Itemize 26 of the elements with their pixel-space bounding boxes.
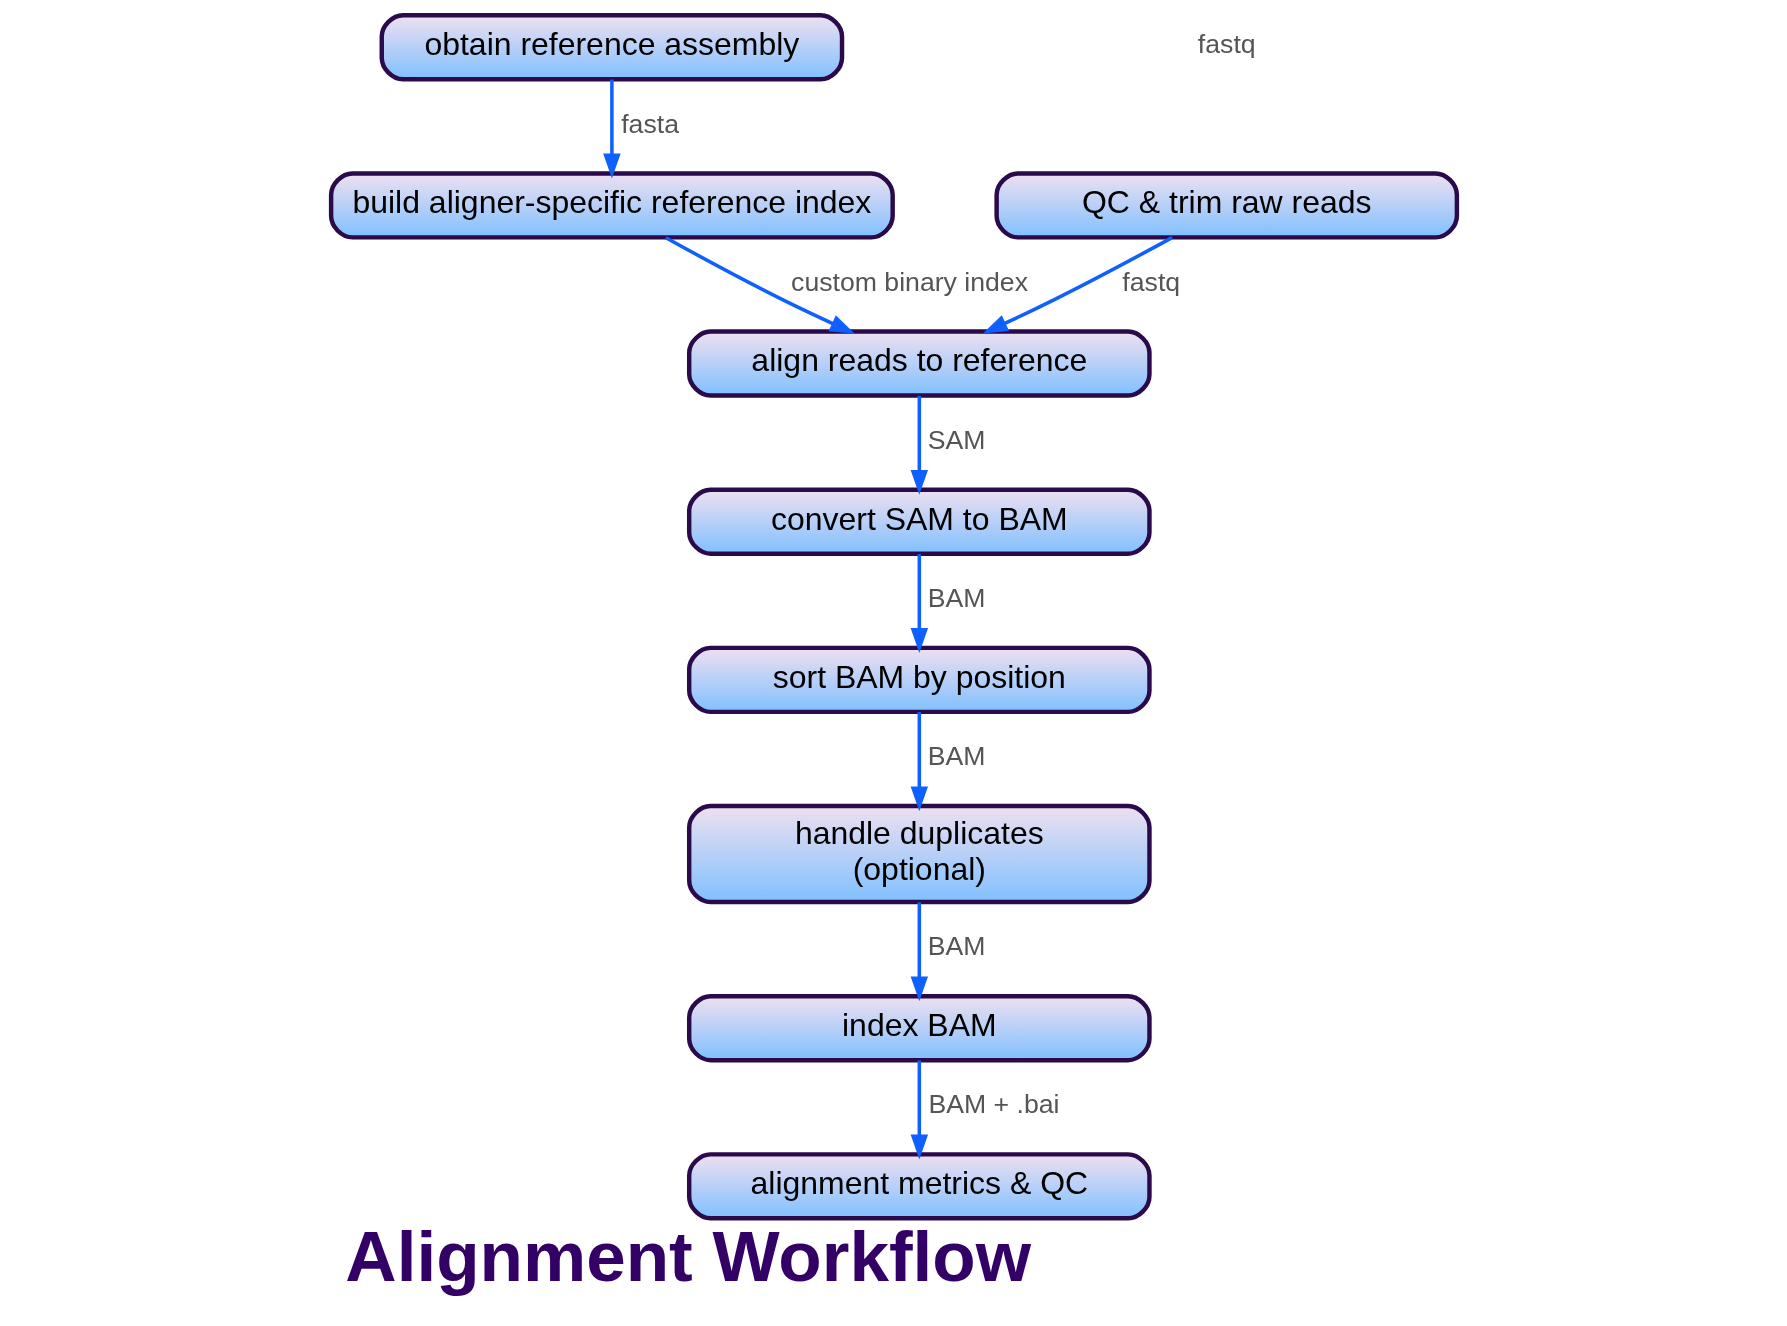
arrow xyxy=(910,1060,928,1160)
arrow xyxy=(910,554,928,653)
node-box: build aligner-specific reference index xyxy=(328,171,895,240)
edge-label: BAM xyxy=(927,741,986,772)
node-box: index BAM xyxy=(686,994,1152,1063)
edge-label: SAM xyxy=(927,424,986,455)
arrow xyxy=(910,902,928,1002)
label: fastq xyxy=(1197,29,1256,60)
arrow xyxy=(982,236,1173,334)
node-box: obtain reference assembly xyxy=(379,13,844,82)
arrow xyxy=(910,712,928,812)
node-box: align reads to reference xyxy=(686,329,1152,398)
edge-label: BAM xyxy=(927,931,986,962)
node-box: convert SAM to BAM xyxy=(686,487,1152,556)
edge-label: BAM xyxy=(927,583,986,614)
edge-label: custom binary index xyxy=(790,266,1028,297)
node-box: alignment metrics & QC xyxy=(686,1152,1152,1221)
edge-label: BAM + .bai xyxy=(927,1089,1059,1120)
edge-label: fasta xyxy=(620,108,679,139)
arrow xyxy=(664,236,855,334)
node-box: handle duplicates (optional) xyxy=(686,803,1152,905)
edge-label: fastq xyxy=(1121,266,1180,297)
arrow xyxy=(602,79,621,179)
node-box: sort BAM by position xyxy=(686,645,1152,715)
node-box: QC & trim raw reads xyxy=(993,171,1459,240)
arrow xyxy=(910,395,928,495)
